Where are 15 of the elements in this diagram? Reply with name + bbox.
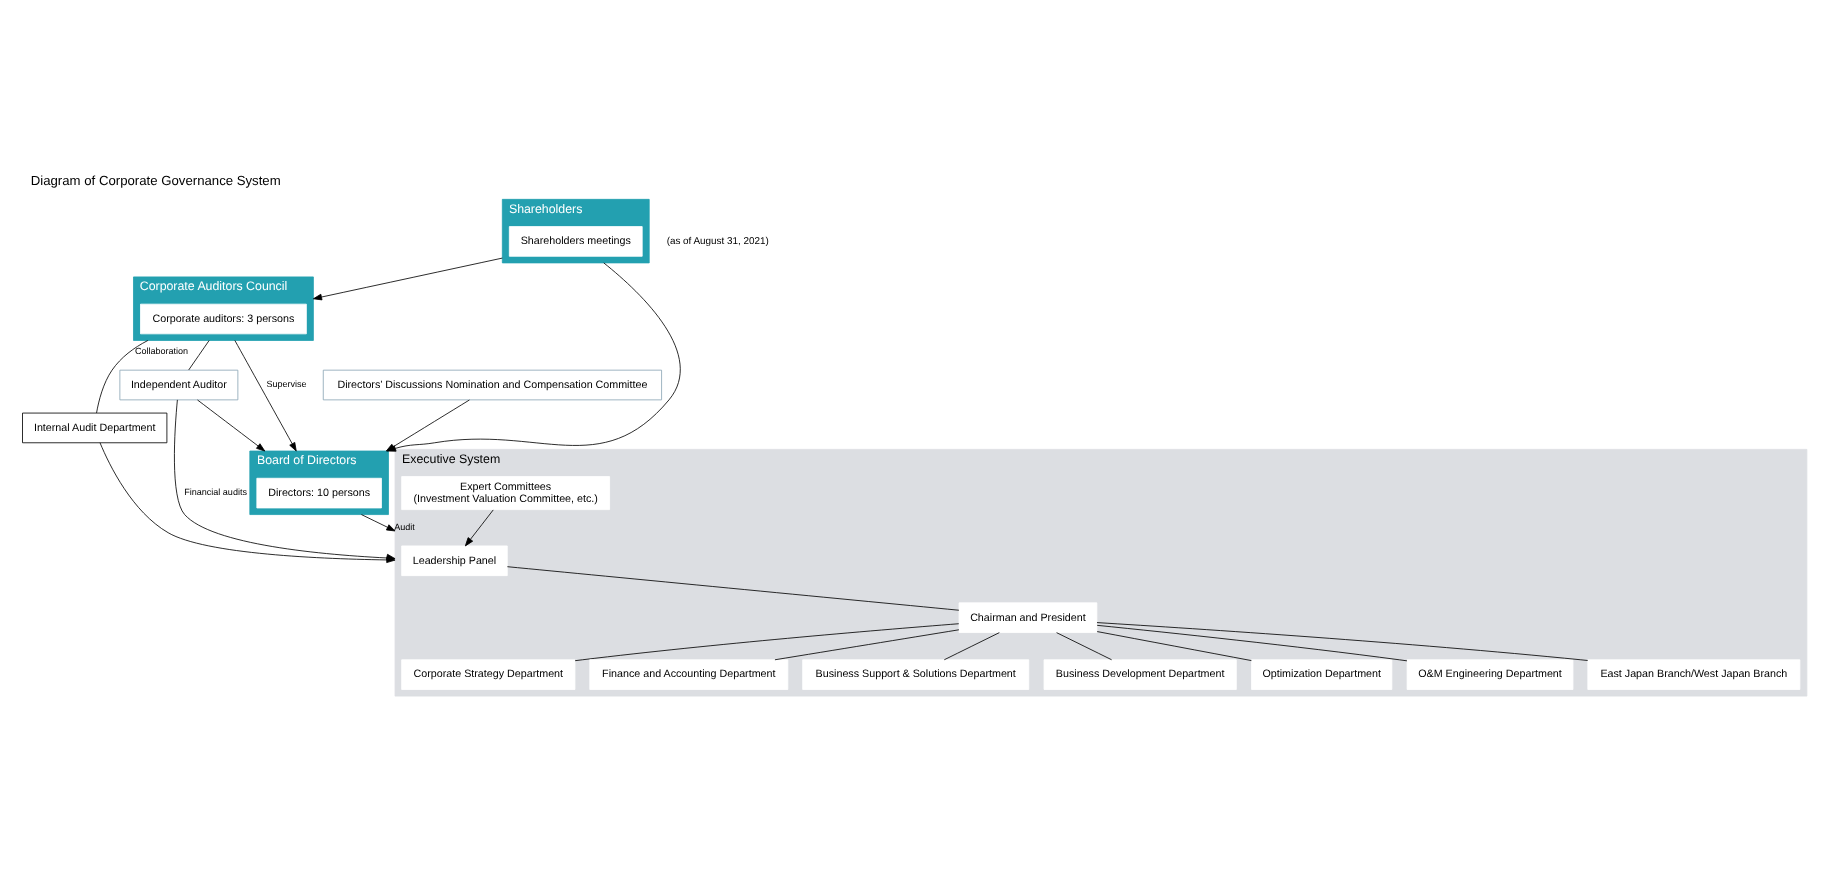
arrow <box>312 257 503 301</box>
arrow <box>464 509 494 547</box>
connector <box>574 623 960 662</box>
connector <box>507 566 960 611</box>
connector <box>188 340 210 371</box>
arrow <box>234 340 297 452</box>
arrow <box>197 399 266 452</box>
connector <box>943 632 1000 661</box>
connector <box>1096 631 1252 661</box>
connector <box>1096 622 1589 661</box>
connector <box>96 340 149 414</box>
connector <box>1096 624 1408 662</box>
connector <box>774 629 960 661</box>
arrow <box>361 514 396 532</box>
connector <box>1056 632 1113 661</box>
